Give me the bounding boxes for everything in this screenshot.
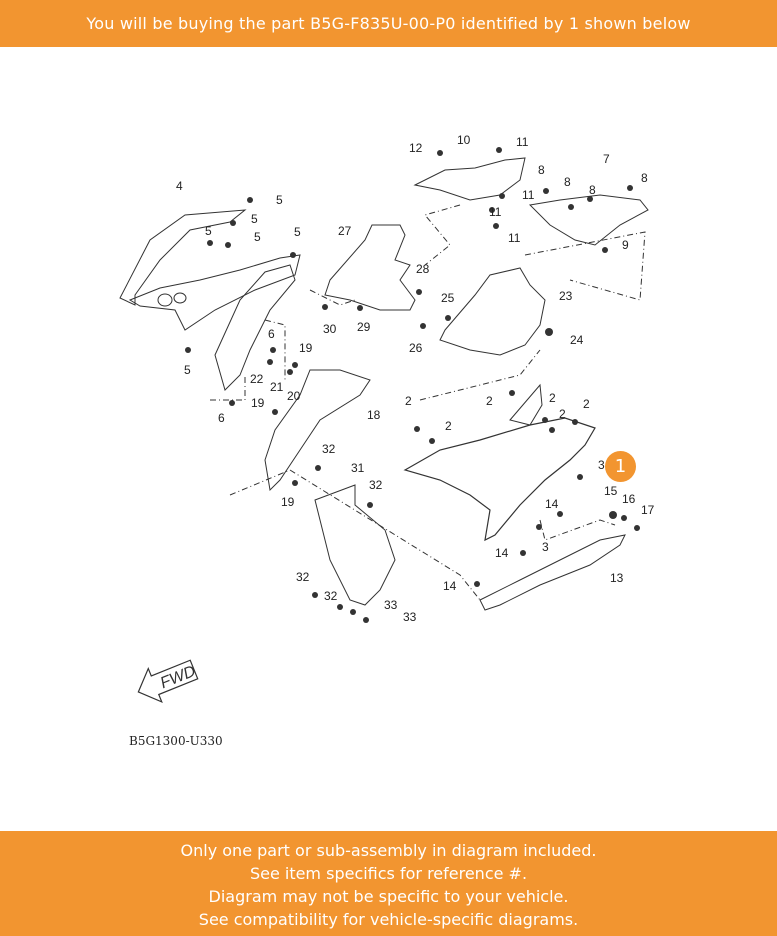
callout-30: 30 [323,322,337,336]
callout-8d: 8 [641,171,648,185]
callout-3a: 3 [598,458,605,472]
callout-2e: 2 [559,407,566,421]
callout-6a: 6 [268,327,275,341]
callout-4: 4 [176,179,183,193]
footer-line-4: See compatibility for vehicle-specific d… [198,910,579,929]
callout-7: 7 [603,152,610,166]
callout-15: 15 [604,484,618,498]
callout-14a: 14 [545,497,559,511]
callout-2b: 2 [445,419,452,433]
callout-10: 10 [457,133,471,147]
callout-28: 28 [416,262,430,276]
callout-19c: 19 [281,495,295,509]
callout-33a: 33 [384,598,398,612]
callout-18: 18 [367,408,381,422]
callout-11a: 11 [516,135,529,149]
part-18-shape [264,369,371,492]
callout-2d: 2 [549,391,556,405]
callout-12: 12 [409,141,423,155]
callout-3b: 3 [542,540,549,554]
part-1-shape [403,417,596,542]
callout-5f: 5 [184,363,191,377]
callout-32a: 32 [322,442,336,456]
callout-8a: 8 [538,163,545,177]
callout-26: 26 [409,341,423,355]
callout-8c: 8 [589,183,596,197]
part-10-shape [413,157,526,201]
callout-31: 31 [351,461,365,475]
callout-32b: 32 [369,478,383,492]
callout-25: 25 [441,291,455,305]
callout-5b: 5 [251,212,258,226]
callout-2c: 2 [486,394,493,408]
part-4-shape [119,209,247,306]
callout-5a: 5 [276,193,283,207]
callout-6b: 6 [218,411,225,425]
part-22-shape [214,264,296,391]
callout-23: 23 [559,289,573,303]
callout-11d: 11 [508,231,521,245]
footer-line-2: See item specifics for reference #. [249,864,528,883]
callout-24: 24 [570,333,584,347]
callout-20: 20 [287,389,301,403]
highlight-callout-1: 1 [605,451,636,482]
callout-33b: 33 [403,610,417,624]
callout-19a: 19 [299,341,313,355]
callout-32d: 32 [324,589,338,603]
diagram-svg: 2 2 2 2 2 2 3 3 4 5 5 5 5 5 5 6 6 7 8 8 … [119,133,655,704]
footer-line-3: Diagram may not be specific to your vehi… [208,887,569,906]
bottom-banner: Only one part or sub-assembly in diagram… [0,831,777,936]
callout-2a: 2 [405,394,412,408]
part-27-shape [324,224,416,311]
callout-5c: 5 [205,224,212,238]
header-text: You will be buying the part B5G-F835U-00… [86,14,691,33]
callout-19b: 19 [251,396,265,410]
callout-labels: 2 2 2 2 2 2 3 3 4 5 5 5 5 5 5 6 6 7 8 8 … [176,133,655,624]
part-7-shape [528,194,649,246]
callout-22: 22 [250,372,264,386]
footer-line-1: Only one part or sub-assembly in diagram… [180,841,597,860]
top-banner: You will be buying the part B5G-F835U-00… [0,0,777,47]
callout-8b: 8 [564,175,571,189]
callout-14b: 14 [495,546,509,560]
callout-13: 13 [610,571,624,585]
parts-diagram: 2 2 2 2 2 2 3 3 4 5 5 5 5 5 5 6 6 7 8 8 … [0,47,777,831]
callout-16: 16 [622,492,636,506]
callout-14c: 14 [443,579,457,593]
callout-32c: 32 [296,570,310,584]
callout-27: 27 [338,224,352,238]
callout-17: 17 [641,503,655,517]
callout-9: 9 [622,238,629,252]
callout-5d: 5 [254,230,261,244]
callout-29: 29 [357,320,371,334]
callout-21: 21 [270,380,284,394]
callout-5e: 5 [294,225,301,239]
fwd-arrow-icon: FWD [137,659,199,704]
part-23-shape [439,267,546,356]
callout-11c: 11 [489,205,502,219]
part-31-shape [314,484,396,606]
diagram-code: B5G1300-U330 [129,734,223,748]
callout-2f: 2 [583,397,590,411]
callout-11b: 11 [522,188,535,202]
part-13-shape [479,534,626,611]
